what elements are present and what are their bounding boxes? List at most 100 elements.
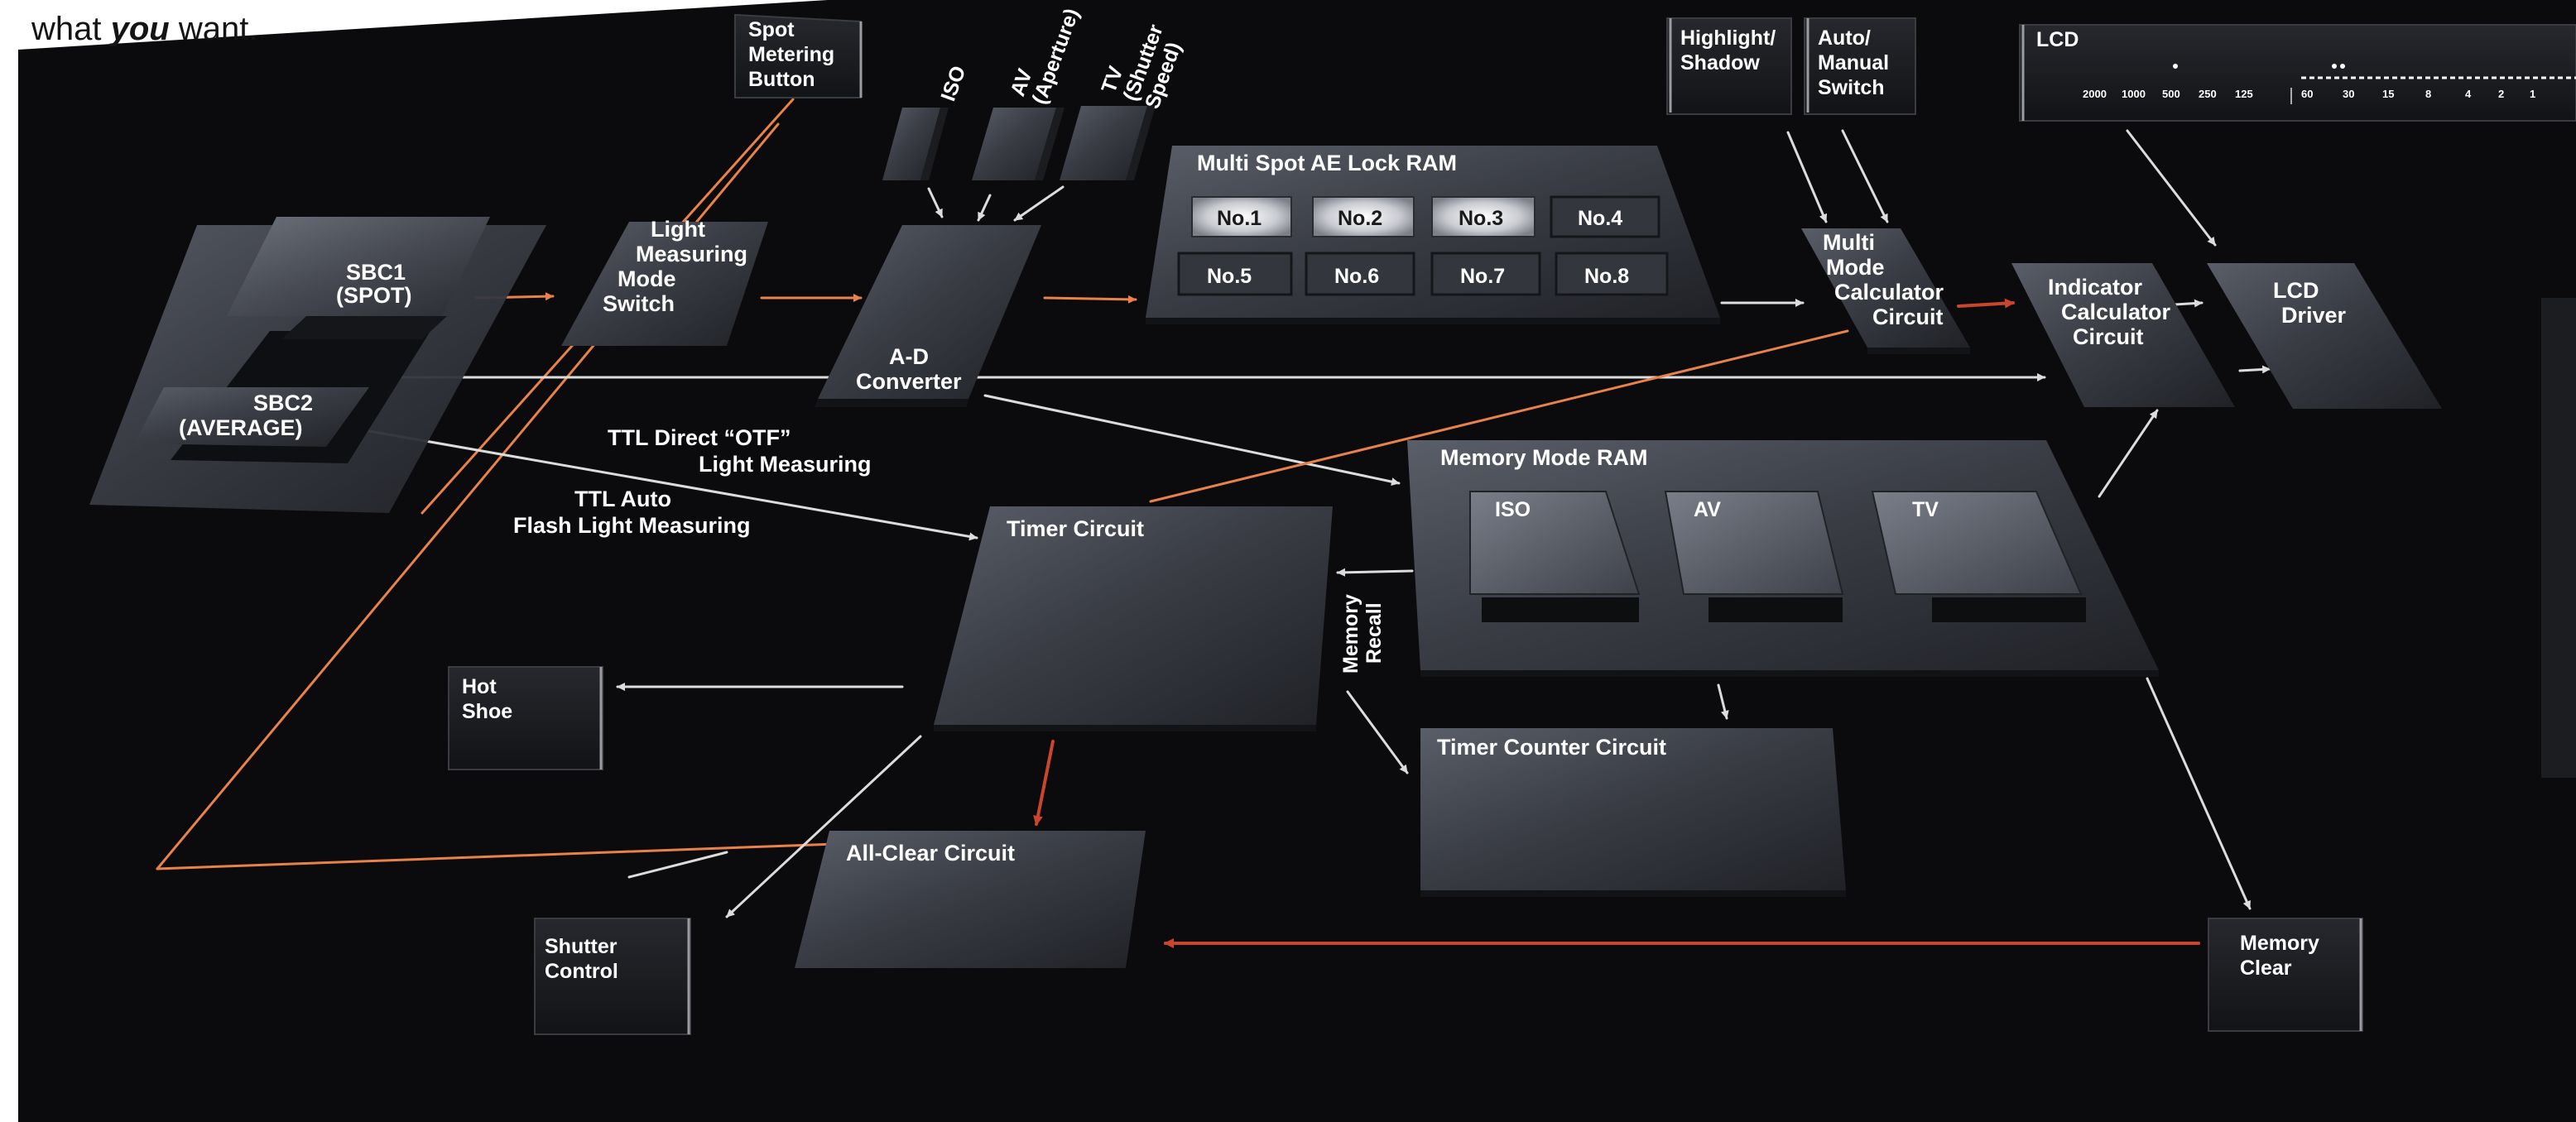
memory-slot-av: AV: [1664, 491, 1844, 622]
highlight-shadow-block: Highlight/ Shadow: [1666, 17, 1792, 115]
light-measuring-mode-switch-block: Light Measuring Mode Switch: [561, 217, 768, 346]
svg-text:No.3: No.3: [1459, 207, 1503, 230]
svg-text:TV: TV: [1912, 498, 1939, 521]
multi-spot-ram-block: Multi Spot AE Lock RAM No.1 No.2 No.3 No…: [1146, 146, 1720, 324]
sbc2-label: SBC2 (AVERAGE): [179, 391, 320, 440]
svg-text:2: 2: [2498, 88, 2504, 100]
svg-text:1: 1: [2530, 88, 2535, 100]
multi-spot-slot-3: No.3: [1431, 196, 1536, 237]
svg-text:No.8: No.8: [1584, 265, 1629, 288]
lcd-driver-label: LCD Driver: [2273, 278, 2347, 328]
wire-ttl-direct: [363, 429, 978, 541]
wire-memram-lcd: [2098, 409, 2159, 498]
svg-text:8: 8: [2425, 88, 2431, 100]
svg-text:AV: AV: [1694, 498, 1721, 521]
svg-text:1000: 1000: [2122, 88, 2146, 100]
timer-circuit-label: Timer Circuit: [1007, 516, 1144, 541]
svg-text:2000: 2000: [2083, 88, 2107, 100]
memory-clear-block: Memory Clear: [2208, 918, 2363, 1032]
svg-text:15: 15: [2382, 88, 2394, 100]
multi-spot-slot-6: No.6: [1305, 252, 1415, 296]
indicator-calculator-block: Indicator Calculator Circuit: [2011, 263, 2235, 407]
wire-av-ad: [977, 194, 992, 222]
highlight-shadow-label: Highlight/ Shadow: [1680, 26, 1781, 74]
multi-mode-calculator-block: Multi Mode Calculator Circuit: [1801, 228, 1970, 354]
lcd-scale: 2000 1000 500 250 125 60 30 15 8 4 2 1: [2083, 64, 2576, 104]
timer-counter-block: Timer Counter Circuit: [1420, 728, 1846, 897]
wire-shutter-left: [627, 851, 728, 879]
wire-ad-memram: [983, 394, 1401, 487]
svg-text:No.2: No.2: [1338, 207, 1382, 230]
spot-metering-label: Spot Metering Button: [748, 18, 840, 91]
memory-mode-ram-block: Memory Mode RAM ISO AV TV: [1407, 440, 2159, 677]
wire-timer-calc: [1149, 329, 1849, 503]
hot-shoe-block: Hot Shoe: [448, 666, 603, 770]
multi-spot-slot-7: No.7: [1430, 252, 1541, 296]
wire-hl-calc: [1786, 131, 1828, 223]
wire-timer-shutter: [725, 735, 922, 918]
wire-timer-counter: [1346, 690, 1409, 774]
svg-text:60: 60: [2301, 88, 2313, 100]
right-edge-strip: [2541, 298, 2576, 778]
wire-auto-calc: [1841, 129, 1889, 223]
intro-text: what you want.: [31, 11, 257, 47]
wire-memory-recall: [1336, 568, 1414, 577]
ttl-auto-label: TTL Auto Flash Light Measuring: [513, 487, 751, 538]
multi-spot-slot-5: No.5: [1177, 252, 1293, 296]
sbc1-block: SBC1 (SPOT): [227, 217, 490, 339]
wire-memram-memclear: [2146, 677, 2252, 910]
svg-text:125: 125: [2235, 88, 2253, 100]
multi-spot-slot-1: No.1: [1191, 196, 1292, 237]
shutter-control-label: Shutter Control: [545, 935, 622, 983]
multi-mode-calculator-label: Multi Mode Calculator Circuit: [1823, 230, 1950, 329]
wire-iso-ad: [927, 187, 944, 218]
wire-timer-allclear: [1033, 740, 1055, 826]
multi-spot-slot-2: No.2: [1312, 196, 1415, 237]
hot-shoe-label: Hot Shoe: [462, 675, 512, 723]
svg-text:250: 250: [2199, 88, 2217, 100]
memory-slot-iso: ISO: [1469, 491, 1641, 622]
multi-spot-slot-4: No.4: [1550, 195, 1660, 238]
memory-mode-ram-label: Memory Mode RAM: [1440, 445, 1648, 470]
multi-spot-slot-8: No.8: [1555, 252, 1669, 296]
memory-clear-label: Memory Clear: [2240, 932, 2325, 980]
all-clear-block: All-Clear Circuit: [795, 831, 1146, 968]
shutter-control-block: Shutter Control: [534, 918, 691, 1035]
lcd-panel-block: LCD 2000 1000 500 250 125 60 30 15 8 4 2…: [2019, 24, 2576, 122]
wire-lcdpanel-driver: [2126, 129, 2217, 247]
wire-bottom-left: [156, 842, 838, 870]
svg-text:ISO: ISO: [1495, 498, 1531, 521]
wire-tv-ad: [1013, 185, 1065, 222]
spot-metering-button-block: Spot Metering Button: [734, 13, 863, 98]
timer-circuit-block: Timer Circuit: [934, 506, 1333, 731]
memory-recall-label: Memory Recall: [1339, 588, 1386, 674]
indicator-calculator-label: Indicator Calculator Circuit: [2048, 275, 2177, 349]
light-measuring-mode-switch-label: Light Measuring Mode Switch: [603, 217, 754, 316]
lcd-panel-label: LCD: [2036, 28, 2079, 51]
ad-converter-block: A-D Converter: [815, 225, 1041, 407]
svg-text:No.6: No.6: [1334, 265, 1379, 288]
timer-counter-label: Timer Counter Circuit: [1437, 735, 1666, 760]
ad-converter-label: A-D Converter: [856, 344, 962, 394]
wire-calc-indicator: [1957, 298, 2015, 309]
svg-text:500: 500: [2162, 88, 2180, 100]
svg-text:No.1: No.1: [1217, 207, 1262, 230]
svg-text:30: 30: [2343, 88, 2354, 100]
ttl-direct-label: TTL Direct “OTF” Light Measuring: [608, 425, 872, 477]
svg-text:No.5: No.5: [1207, 265, 1252, 288]
all-clear-label: All-Clear Circuit: [846, 841, 1015, 865]
wire-indicator-lcddriver-2: [2238, 365, 2271, 374]
auto-manual-switch-label: Auto/ Manual Switch: [1818, 26, 1895, 99]
memory-slot-tv: TV: [1871, 491, 2086, 622]
wire-memram-counter: [1717, 683, 1729, 720]
lcd-driver-block: LCD Driver: [2207, 263, 2442, 409]
svg-text:4: 4: [2465, 88, 2472, 100]
multi-spot-ram-label: Multi Spot AE Lock RAM: [1197, 151, 1457, 175]
svg-text:No.7: No.7: [1460, 265, 1505, 288]
svg-text:No.4: No.4: [1578, 207, 1622, 230]
sbc1-label: SBC1 (SPOT): [336, 260, 412, 308]
auto-manual-switch-block: Auto/ Manual Switch: [1804, 17, 1916, 115]
wire-ad-ram: [1043, 295, 1137, 304]
